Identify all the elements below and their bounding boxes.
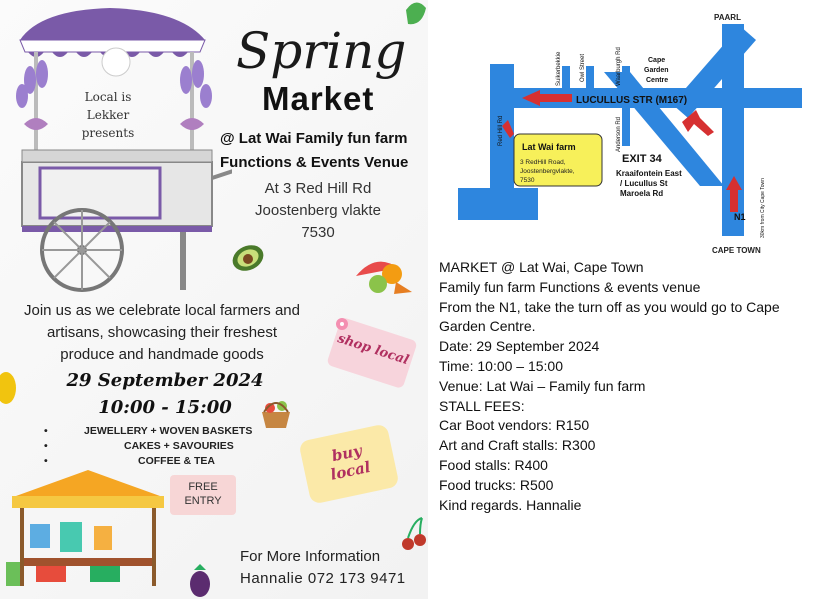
map-label-distance: 30km from City Cape Town [760, 178, 766, 238]
map-label-owl-street: Owl Street [580, 54, 586, 82]
market-cart-illustration [16, 8, 232, 292]
picnic-basket-icon [262, 401, 290, 428]
buy-local-tag: buy local [298, 423, 400, 505]
fruit-basket-icon [356, 261, 412, 294]
map-label-farm-address-1: 3 RedHill Road, [520, 159, 566, 166]
join-line-3: produce and handmade goods [60, 346, 264, 363]
info-line: MARKET @ Lat Wai, Cape Town [439, 259, 644, 275]
join-line-2: artisans, showcasing their freshest [46, 324, 278, 341]
free-entry-line-1: FREE [188, 481, 218, 493]
map-label-cape-town: CAPE TOWN [712, 246, 761, 255]
map-label-suikerbekkie: Suikerbekkie [556, 51, 562, 86]
info-line: Food stalls: R400 [439, 456, 548, 473]
list-item: •JEWELLERY + WOVEN BASKETS [44, 425, 253, 437]
free-entry-line-2: ENTRY [184, 495, 222, 507]
info-line: Kind regards. Hannalie [439, 496, 582, 513]
eggplant-icon [190, 564, 210, 597]
avocado-icon [232, 245, 264, 271]
event-date: 29 September 2024 [66, 370, 264, 391]
venue-line-2: Functions & Events Venue [220, 154, 409, 171]
map-label-cape-garden-3: Centre [646, 77, 668, 84]
map-label-red-hill-rd: Red Hill Rd [498, 116, 504, 146]
map-label-farm-address-2: Joostenbergvlakte, [520, 168, 575, 175]
flower-icon [336, 318, 348, 330]
map-label-exit: EXIT 34 [622, 153, 663, 165]
map-label-exit-detail-1: Kraaifontein East [616, 169, 682, 178]
map-label-exit-detail-2: / Lucullus St [620, 179, 668, 188]
info-line: From the N1, take the turn off as you wo… [439, 298, 780, 315]
join-line-1: Join us as we celebrate local farmers an… [24, 302, 300, 319]
map-label-paarl: PAARL [714, 13, 741, 22]
info-line: Time: 10:00 – 15:00 [439, 357, 564, 374]
join-us-text: Join us as we celebrate local farmers an… [4, 300, 320, 366]
contact-phone: Hannalie 072 173 9471 [240, 570, 406, 587]
map-label-cape-garden-1: Cape [648, 57, 665, 64]
pineapple-icon [0, 372, 16, 404]
title-spring: Spring [236, 22, 407, 80]
direction-arrows [502, 90, 742, 212]
items-list: •JEWELLERY + WOVEN BASKETS •CAKES + SAVO… [40, 424, 252, 469]
market-info-text: MARKET @ Lat Wai, Cape Town Family fun f… [439, 258, 837, 515]
presents-text: Local is Lekker presents [68, 88, 148, 142]
info-line: Car Boot vendors: R150 [439, 417, 590, 434]
address-line-3: 7530 [301, 224, 335, 241]
info-line: Garden Centre. [439, 318, 536, 335]
map-label-cape-garden-2: Garden [644, 67, 669, 74]
map-label-lucullus: LUCULLUS STR (M167) [576, 95, 687, 106]
venue-line-1: @ Lat Wai Family fun farm [220, 130, 408, 147]
presents-line-1: Local is Lekker [84, 90, 132, 122]
info-line: Family fun farm Functions & events venue [439, 278, 701, 295]
list-item: •COFFEE & TEA [44, 455, 216, 467]
more-info-label: For More Information [240, 548, 381, 565]
free-entry-badge: FREE ENTRY [170, 475, 236, 515]
market-stall-illustration [6, 470, 164, 586]
shop-local-text: shop local [335, 331, 411, 369]
event-time: 10:00 - 15:00 [98, 397, 232, 418]
map-label-anderson-rd: Anderson Rd [616, 117, 622, 152]
address-line-2: Joostenberg vlakte [255, 202, 381, 219]
presents-line-2: presents [81, 126, 135, 140]
spring-market-flyer: Local is Lekker presents Spring Market @… [0, 0, 428, 599]
address-line-1: At 3 Red Hill Rd [264, 180, 372, 197]
info-line: STALL FEES: [439, 397, 525, 414]
leaf-icon [406, 2, 426, 25]
map-label-waarburgh-rd: Waarburgh Rd [616, 47, 622, 86]
directions-map: PAARL CAPE TOWN LUCULLUS STR (M167) Red … [458, 13, 802, 255]
map-label-farm-name: Lat Wai farm [522, 142, 576, 152]
title-market: Market [262, 80, 375, 117]
info-line: Art and Craft stalls: R300 [439, 437, 596, 454]
info-line: Food trucks: R500 [439, 476, 554, 493]
map-label-exit-detail-3: Maroela Rd [620, 189, 663, 198]
map-label-n1: N1 [734, 212, 746, 222]
info-line: Venue: Lat Wai – Family fun farm [439, 377, 646, 394]
cherries-icon [402, 517, 426, 550]
list-item: •CAKES + SAVOURIES [44, 440, 234, 452]
info-line: Date: 29 September 2024 [439, 338, 600, 355]
map-label-farm-address-3: 7530 [520, 177, 535, 184]
